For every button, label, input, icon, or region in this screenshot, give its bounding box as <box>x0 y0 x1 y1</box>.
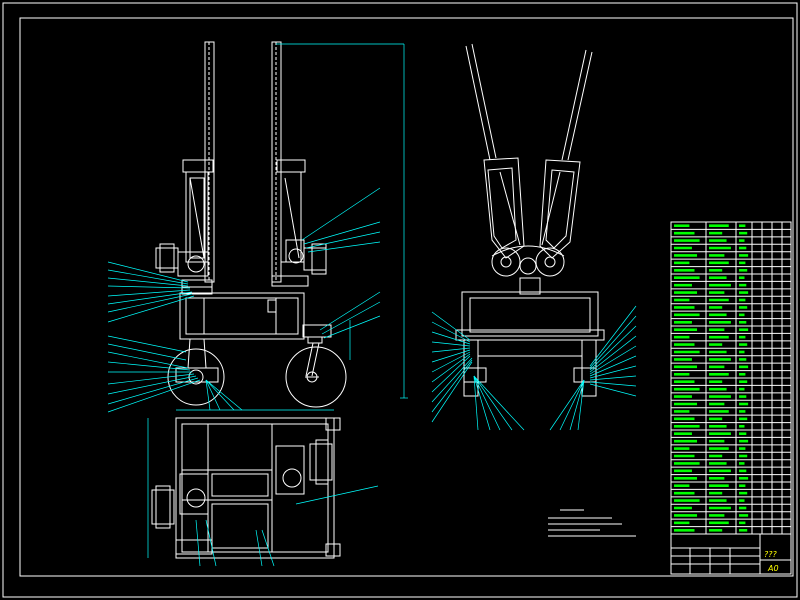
title-block: ??? A0 <box>670 533 792 575</box>
title-block-name: ??? <box>764 550 777 559</box>
technical-requirements <box>548 509 636 537</box>
sheet-inner-border <box>19 17 794 577</box>
parts-list-table <box>670 221 792 535</box>
front-view <box>155 41 408 408</box>
leader-lines <box>107 187 637 567</box>
side-view <box>455 43 605 397</box>
title-block-sheet-size: A0 <box>767 564 779 573</box>
main-frame <box>179 292 305 340</box>
top-view <box>147 409 341 559</box>
front-right-wheel <box>285 346 347 408</box>
